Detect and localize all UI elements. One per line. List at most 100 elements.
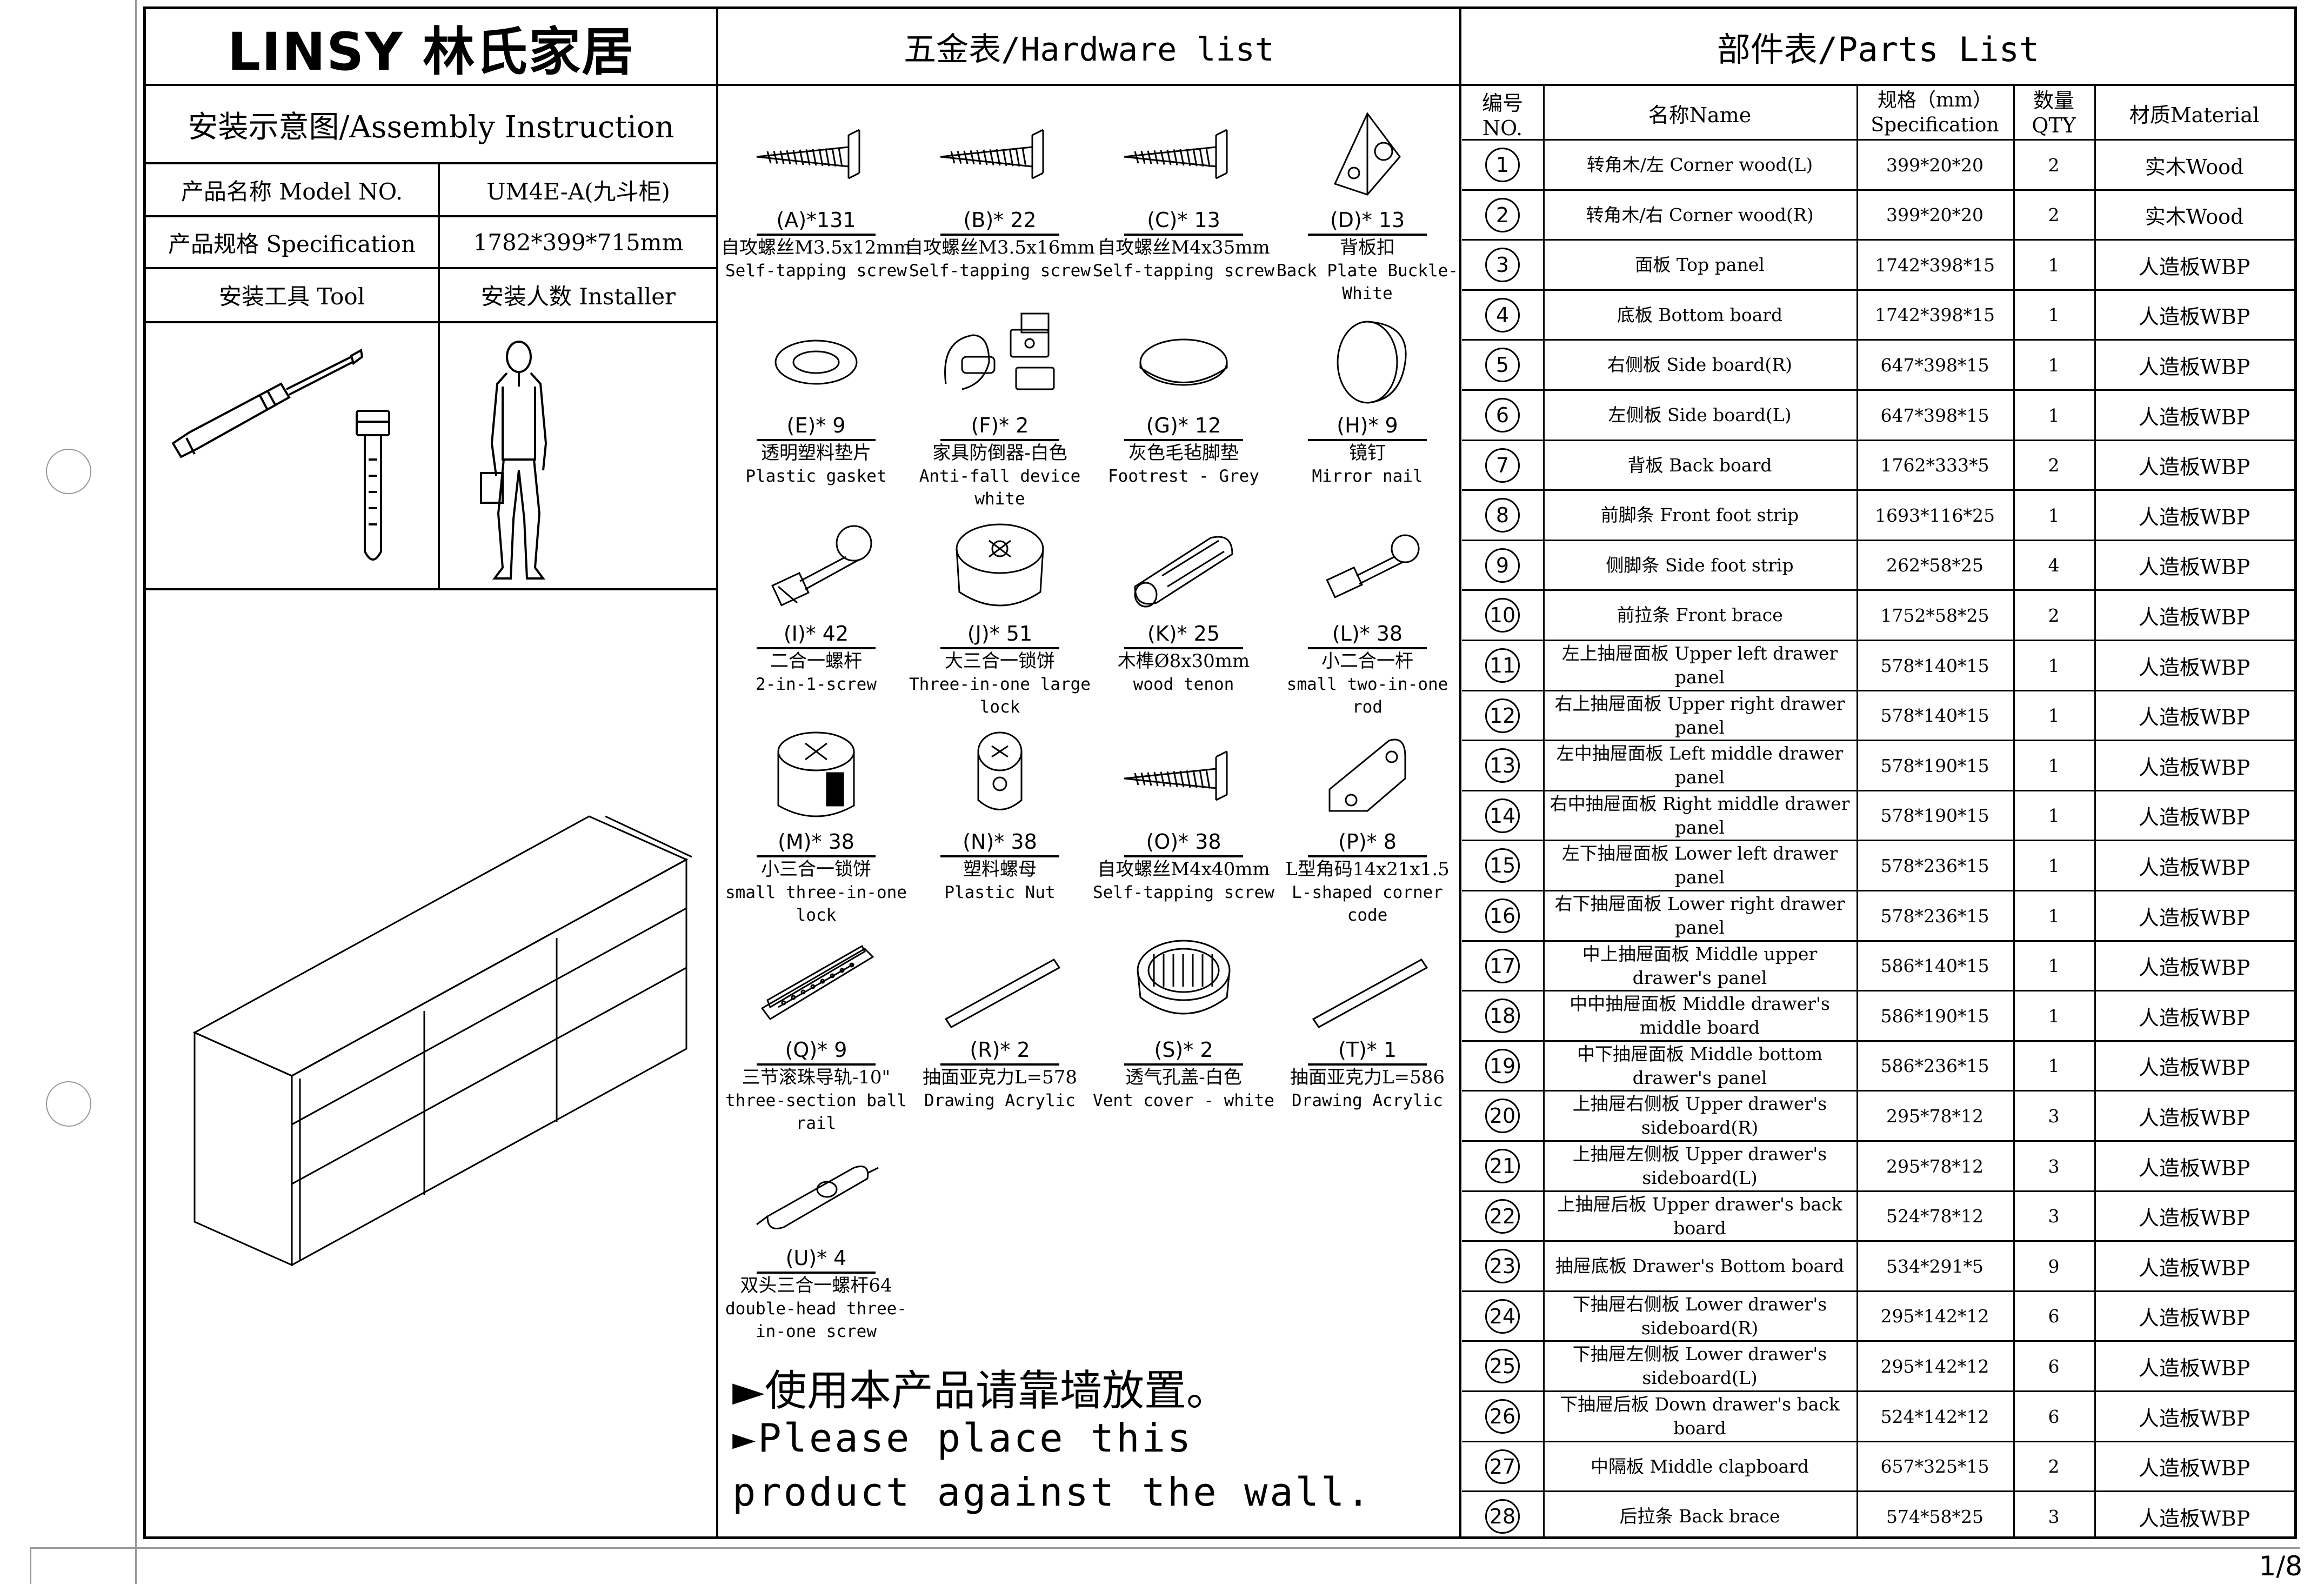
part-number: 15 bbox=[1485, 848, 1520, 883]
row-rule bbox=[1462, 1290, 2294, 1292]
parts-col-line-3 bbox=[2013, 84, 2015, 1539]
part-number: 23 bbox=[1485, 1249, 1520, 1284]
hardware-code: (F)* 2 bbox=[971, 414, 1029, 437]
small-lock-icon bbox=[746, 719, 886, 827]
hardware-name-en: Back Plate Buckle-White bbox=[1277, 261, 1458, 303]
hardware-name-en: Self-tapping screw bbox=[725, 261, 907, 281]
hardware-underline bbox=[1308, 855, 1427, 857]
part-number: 4 bbox=[1485, 297, 1520, 332]
left-rule-1 bbox=[143, 84, 717, 86]
part-qty: 2 bbox=[2048, 604, 2060, 626]
hardware-underline bbox=[1308, 647, 1427, 649]
part-spec: 1742*398*15 bbox=[1875, 254, 1995, 276]
hardware-name-en: Self-tapping screw bbox=[1093, 261, 1274, 281]
part-number-cell: 21 bbox=[1462, 1141, 1543, 1191]
hardware-code: (N)* 38 bbox=[963, 830, 1037, 854]
part-number-cell: 11 bbox=[1462, 641, 1543, 690]
part-name: 左侧板 Side board(L) bbox=[1608, 404, 1792, 425]
part-spec: 399*20*20 bbox=[1886, 154, 1984, 176]
part-name: 下抽屉左侧板 Lower drawer's sideboard(L) bbox=[1572, 1343, 1827, 1389]
hardware-underline bbox=[757, 855, 876, 857]
screw-icon bbox=[930, 97, 1070, 205]
hardware-code: (I)* 42 bbox=[783, 622, 849, 645]
part-number: 2 bbox=[1485, 197, 1520, 232]
plastic-nut-icon bbox=[930, 719, 1070, 827]
part-qty: 1 bbox=[2048, 354, 2060, 376]
part-material: 人造板WBP bbox=[2138, 255, 2250, 279]
hardware-name-en: three-section ball rail bbox=[725, 1091, 907, 1133]
part-name: 左中抽屉面板 Left middle drawer panel bbox=[1556, 743, 1844, 788]
part-qty: 3 bbox=[2048, 1105, 2060, 1127]
part-spec: 586*190*15 bbox=[1880, 1005, 1989, 1027]
double-head-screw-icon bbox=[746, 1135, 886, 1243]
part-number-cell: 20 bbox=[1462, 1091, 1543, 1141]
hardware-name-en: Plastic Nut bbox=[944, 883, 1056, 902]
footer-rule bbox=[30, 1547, 2300, 1549]
part-material: 人造板WBP bbox=[2138, 755, 2250, 780]
header-no: 编号NO. bbox=[1481, 91, 1523, 140]
screw-icon bbox=[1113, 719, 1254, 827]
header-name: 名称Name bbox=[1648, 103, 1752, 127]
part-number: 7 bbox=[1485, 448, 1520, 483]
part-qty: 6 bbox=[2048, 1355, 2060, 1377]
part-qty: 1 bbox=[2048, 955, 2060, 977]
row-rule bbox=[1462, 589, 2294, 591]
part-number: 20 bbox=[1485, 1099, 1520, 1134]
dresser-illustration bbox=[192, 815, 692, 1267]
hardware-name-en: L-shaped corner code bbox=[1292, 883, 1443, 925]
footrest-icon bbox=[1113, 303, 1254, 411]
part-name: 下抽屉后板 Down drawer's back board bbox=[1560, 1394, 1840, 1439]
part-spec: 534*291*5 bbox=[1886, 1255, 1984, 1277]
part-material: 人造板WBP bbox=[2138, 956, 2250, 980]
part-qty: 1 bbox=[2048, 1005, 2060, 1027]
row-rule bbox=[1462, 1340, 2294, 1342]
punch-hole-top bbox=[46, 449, 91, 494]
page-number: 1/8 bbox=[2259, 1550, 2302, 1582]
part-spec: 1762*333*5 bbox=[1880, 455, 1989, 476]
large-lock-icon bbox=[930, 511, 1070, 619]
hardware-name-cn: 镜钉 bbox=[1349, 442, 1386, 464]
part-name: 右中抽屉面板 Right middle drawer panel bbox=[1550, 793, 1850, 838]
parts-title: 部件表/Parts List bbox=[1717, 30, 2040, 69]
part-spec: 262*58*25 bbox=[1886, 555, 1984, 576]
part-name: 左下抽屉面板 Lower left drawer panel bbox=[1561, 843, 1838, 888]
mirror-nail-icon bbox=[1297, 303, 1438, 411]
parts-header: 编号NO. 名称Name 规格（mm） Specification 数量 QTY… bbox=[1462, 86, 2294, 140]
hardware-code: (S)* 2 bbox=[1154, 1038, 1213, 1062]
part-number-cell: 8 bbox=[1462, 490, 1543, 540]
part-spec: 586*140*15 bbox=[1880, 955, 1989, 977]
wall-notice-en: ►Please place this product against the w… bbox=[732, 1415, 1372, 1515]
part-material: 人造板WBP bbox=[2138, 1456, 2250, 1481]
part-number: 3 bbox=[1485, 248, 1520, 283]
part-number-cell: 3 bbox=[1462, 240, 1543, 290]
hardware-title-rule bbox=[716, 84, 1461, 86]
part-material: 人造板WBP bbox=[2138, 305, 2250, 329]
header-qty-en: QTY bbox=[2032, 114, 2076, 137]
row-rule bbox=[1462, 640, 2294, 641]
part-qty: 2 bbox=[2048, 455, 2060, 476]
installer-figure-icon bbox=[480, 341, 547, 580]
hardware-name-en: Mirror nail bbox=[1312, 467, 1423, 486]
hardware-underline bbox=[1124, 439, 1243, 441]
part-number-cell: 2 bbox=[1462, 190, 1543, 240]
part-number: 5 bbox=[1485, 348, 1520, 383]
part-material: 人造板WBP bbox=[2138, 1356, 2250, 1380]
hardware-name-cn: 二合一螺杆 bbox=[770, 650, 862, 672]
part-spec: 524*142*12 bbox=[1880, 1406, 1989, 1427]
part-number-cell: 28 bbox=[1462, 1492, 1543, 1541]
hardware-code: (O)* 38 bbox=[1146, 830, 1221, 854]
